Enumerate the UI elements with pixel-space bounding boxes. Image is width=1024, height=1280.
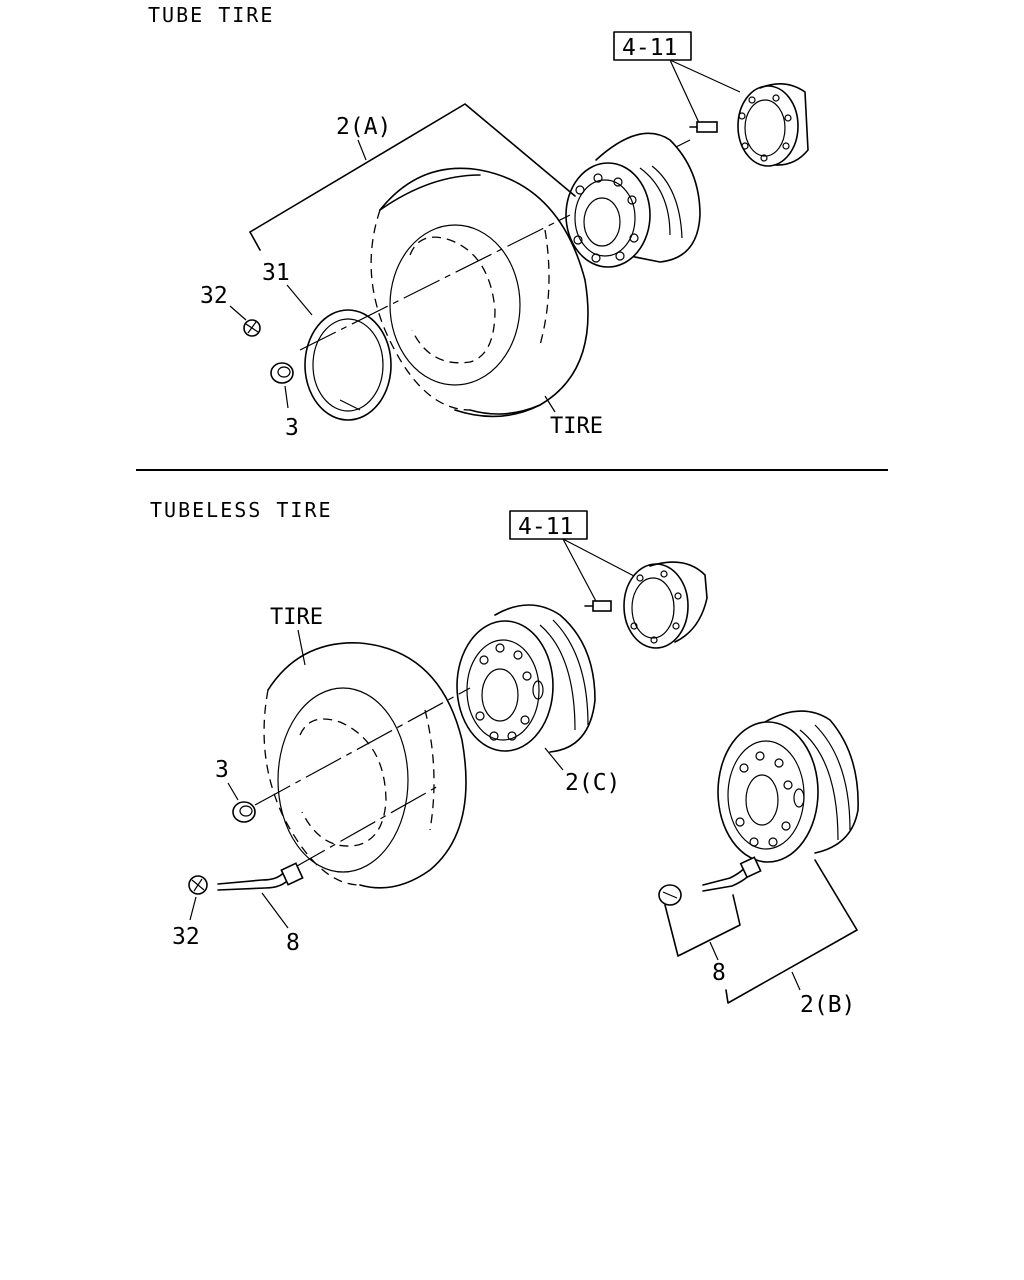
tubeless-ref-label: 4-11 — [518, 514, 573, 540]
tubeless-wheel-b-valve-callout: 8 — [712, 960, 726, 986]
tube-ref-label: 4-11 — [622, 35, 677, 61]
tubeless-valve-stem — [217, 862, 304, 891]
tubeless-nut-callout: 3 — [215, 757, 229, 783]
tubeless-tire-callout: TIRE — [270, 605, 323, 630]
tube-wheel — [565, 132, 701, 268]
tubeless-valve-cap — [188, 875, 208, 895]
tubeless-ref-box[interactable]: 4-11 — [509, 510, 588, 540]
tubeless-valve-callout: 8 — [286, 930, 300, 956]
tubeless-hub-bolt — [584, 600, 612, 612]
tubeless-hub — [623, 561, 708, 649]
tubeless-wheel-c — [456, 604, 596, 753]
tube-ref-box[interactable]: 4-11 — [613, 31, 692, 61]
tube-wheel-callout: 2(A) — [336, 114, 391, 140]
tubeless-wheel-b — [717, 710, 859, 863]
tubeless-wheel-c-callout: 2(C) — [565, 770, 620, 796]
tube-cap-callout: 32 — [200, 283, 228, 309]
tube-nut-callout: 3 — [285, 415, 299, 441]
tube-tire — [370, 167, 589, 418]
tubeless-tire — [263, 642, 467, 889]
tube-flap — [304, 309, 392, 421]
tubeless-hub-nut — [232, 801, 256, 823]
tubeless-wheel-b-valve — [658, 856, 762, 906]
tube-hub — [737, 83, 809, 167]
tube-hub-bolt — [689, 121, 718, 133]
tube-tire-callout: TIRE — [550, 414, 603, 439]
tubeless-cap-callout: 32 — [172, 924, 200, 950]
tubeless-tire-section-title: TUBELESS TIRE — [150, 498, 333, 522]
tube-tire-section-title: TUBE TIRE — [148, 3, 274, 27]
tube-flap-callout: 31 — [262, 260, 290, 286]
tubeless-wheel-b-callout: 2(B) — [800, 992, 855, 1018]
tube-valve-cap — [243, 319, 261, 337]
tube-hub-nut — [270, 362, 294, 384]
